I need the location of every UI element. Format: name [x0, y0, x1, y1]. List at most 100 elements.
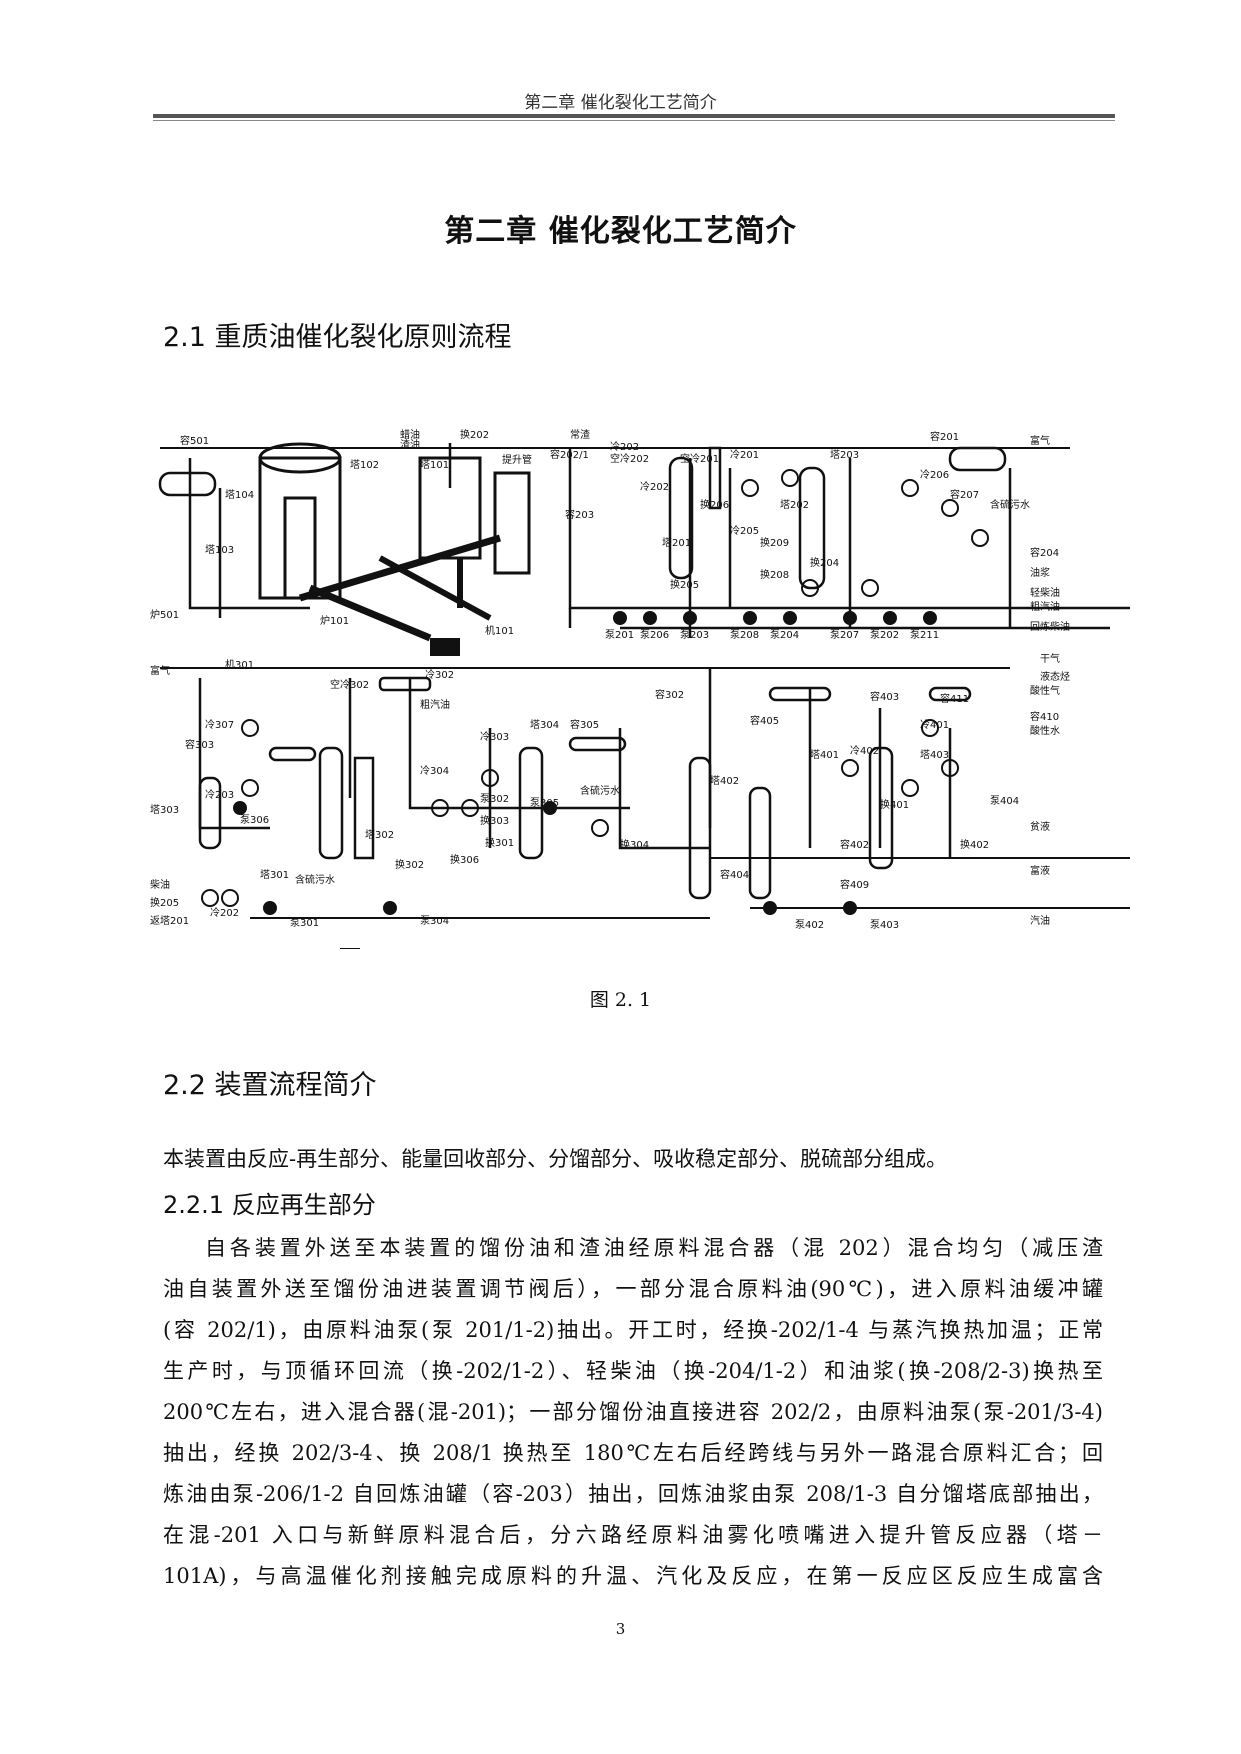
figure-label: 泵208 — [730, 629, 759, 641]
figure-label: 换204 — [810, 556, 839, 569]
body-paragraph: 自各装置外送至本装置的馏份油和渣油经原料混合器（混 202）混合均匀（减压渣 油… — [163, 1228, 1103, 1597]
figure-label: 容201 — [930, 430, 959, 443]
figure-label: 冷202 — [210, 906, 239, 919]
figure-label: 返塔201 — [150, 914, 189, 927]
figure-label: 冷202 — [610, 440, 639, 453]
paragraph-line: 生产时，与顶循环回流（换-202/1-2）、轻柴油（换-204/1-2）和油浆(… — [163, 1359, 1103, 1383]
figure-label: 泵201 — [605, 629, 634, 641]
figure-label: 泵305 — [530, 797, 559, 809]
figure-label: 冷303 — [480, 730, 509, 743]
figure-label: 塔302 — [365, 828, 394, 841]
figure-label: 泵402 — [795, 919, 824, 931]
paragraph-line: (容 202/1)，由原料油泵(泵 201/1-2)抽出。开工时，经换-202/… — [163, 1318, 1103, 1342]
figure-label: 塔102 — [350, 458, 379, 471]
figure-label: 塔203 — [830, 448, 859, 461]
figure-label: 油浆 — [1030, 566, 1050, 579]
figure-label: 塔304 — [530, 718, 559, 731]
figure-label: 粗汽油 — [1030, 600, 1060, 613]
figure-label: 容402 — [840, 838, 869, 851]
figure-label: 换301 — [485, 836, 514, 849]
figure-label: 富气 — [150, 664, 170, 677]
figure-label: 泵204 — [770, 629, 799, 641]
header-rule — [153, 114, 1115, 121]
figure-label: 蜡油 — [400, 428, 420, 441]
figure-label: 容405 — [750, 714, 779, 727]
figure-label: 空冷302 — [330, 678, 369, 691]
figure-label: 冷402 — [850, 744, 879, 757]
figure-label: 冷302 — [425, 668, 454, 681]
figure-label: 泵301 — [290, 917, 319, 929]
figure-label: 容410 — [1030, 710, 1059, 723]
figure-label: 冷307 — [205, 718, 234, 731]
figure-label: 泵207 — [830, 629, 859, 641]
figure-label: 塔202 — [780, 498, 809, 511]
figure-label: 容302 — [655, 688, 684, 701]
figure-label: 空冷202 — [610, 452, 649, 465]
figure-label: 塔303 — [150, 803, 179, 816]
running-header: 第二章 催化裂化工艺简介 — [524, 93, 717, 113]
figure-label: 冷203 — [205, 788, 234, 801]
figure-label: 容203 — [565, 508, 594, 521]
figure-label: 泵306 — [240, 814, 269, 826]
figure-label: 换202 — [460, 428, 489, 441]
figure-label: 换306 — [450, 853, 479, 866]
figure-label: 含硫污水 — [580, 784, 620, 797]
figure-label: 泵206 — [640, 629, 669, 641]
figure-label: 含硫污水 — [295, 873, 335, 886]
figure-label: 塔401 — [810, 748, 839, 761]
figure-caption: 图 2. 1 — [589, 989, 652, 1011]
figure-label: 泵304 — [420, 915, 449, 927]
figure-label: 换401 — [880, 798, 909, 811]
figure-label: 容305 — [570, 718, 599, 731]
figure-label: 含硫污水 — [990, 498, 1030, 511]
figure-label: 容303 — [185, 738, 214, 751]
figure-label: 泵302 — [480, 793, 509, 805]
figure-label: 换302 — [395, 858, 424, 871]
figure-label: 容204 — [1030, 546, 1059, 559]
paragraph-line: 200℃左右，进入混合器(混-201)；一部分馏份油直接进容 202/2，由原料… — [163, 1400, 1103, 1424]
figure-label: 炉101 — [320, 615, 349, 627]
figure-label: 换303 — [480, 814, 509, 827]
paragraph-line: 油自装置外送至馏份油进装置调节阀后），一部分混合原料油(90℃)，进入原料油缓冲… — [163, 1277, 1103, 1301]
figure-label: 机101 — [485, 624, 514, 637]
figure-label: 冷304 — [420, 764, 449, 777]
figure-label: 换205 — [670, 578, 699, 591]
figure-label: 容202/1 — [550, 448, 589, 461]
figure-label: 换209 — [760, 536, 789, 549]
figure-label: 容409 — [840, 878, 869, 891]
figure-label: 冷201 — [730, 448, 759, 461]
figure-label: 轻柴油 — [1030, 586, 1060, 599]
figure-label: 粗汽油 — [420, 698, 450, 711]
figure-label: 渣油 — [400, 438, 420, 451]
figure-label: 机301 — [225, 658, 254, 671]
figure-label: 空冷201 — [680, 452, 719, 465]
figure-label: 冷401 — [920, 718, 949, 731]
paragraph-line: 101A)，与高温催化剂接触完成原料的升温、汽化及反应，在第一反应区反应生成富含 — [163, 1564, 1103, 1588]
figure-label: 换304 — [620, 838, 649, 851]
figure-label: 回炼柴油 — [1030, 620, 1070, 633]
figure-label: 塔201 — [662, 536, 691, 549]
process-flow-diagram: 容501 塔104 塔103 炉501 塔102 蜡油 渣油 换202 常渣 容… — [150, 428, 1130, 960]
paragraph-line: 自各装置外送至本装置的馏份油和渣油经原料混合器（混 202）混合均匀（减压渣 — [205, 1236, 1103, 1260]
subsection-heading-2-2-1: 2.2.1 反应再生部分 — [163, 1191, 376, 1219]
paragraph-line: 在混-201 入口与新鲜原料混合后，分六路经原料油雾化喷嘴进入提升管反应器（塔－ — [163, 1523, 1103, 1547]
figure-label: 泵202 — [870, 629, 899, 641]
figure-label: 泵203 — [680, 629, 709, 641]
figure-label: 贫液 — [1030, 820, 1050, 833]
figure-label: 富气 — [1030, 434, 1050, 447]
figure-label: 泵404 — [990, 795, 1019, 807]
figure-label: 泵403 — [870, 919, 899, 931]
section-heading-2-1: 2.1 重质油催化裂化原则流程 — [163, 322, 512, 353]
figure-label: 塔402 — [710, 774, 739, 787]
figure-label: 容404 — [720, 868, 749, 881]
section-heading-2-2: 2.2 装置流程简介 — [163, 1070, 377, 1101]
page-number: 3 — [615, 1620, 626, 1638]
figure-label: 容403 — [870, 690, 899, 703]
figure-label: 塔104 — [225, 488, 254, 501]
figure-label: 换206 — [700, 498, 729, 511]
figure-label: 酸性水 — [1030, 724, 1060, 737]
chapter-title: 第二章 催化裂化工艺简介 — [444, 214, 797, 249]
figure-label: 容207 — [950, 488, 979, 501]
figure-label: 泵211 — [910, 629, 939, 641]
figure-label: 换205 — [150, 896, 179, 909]
